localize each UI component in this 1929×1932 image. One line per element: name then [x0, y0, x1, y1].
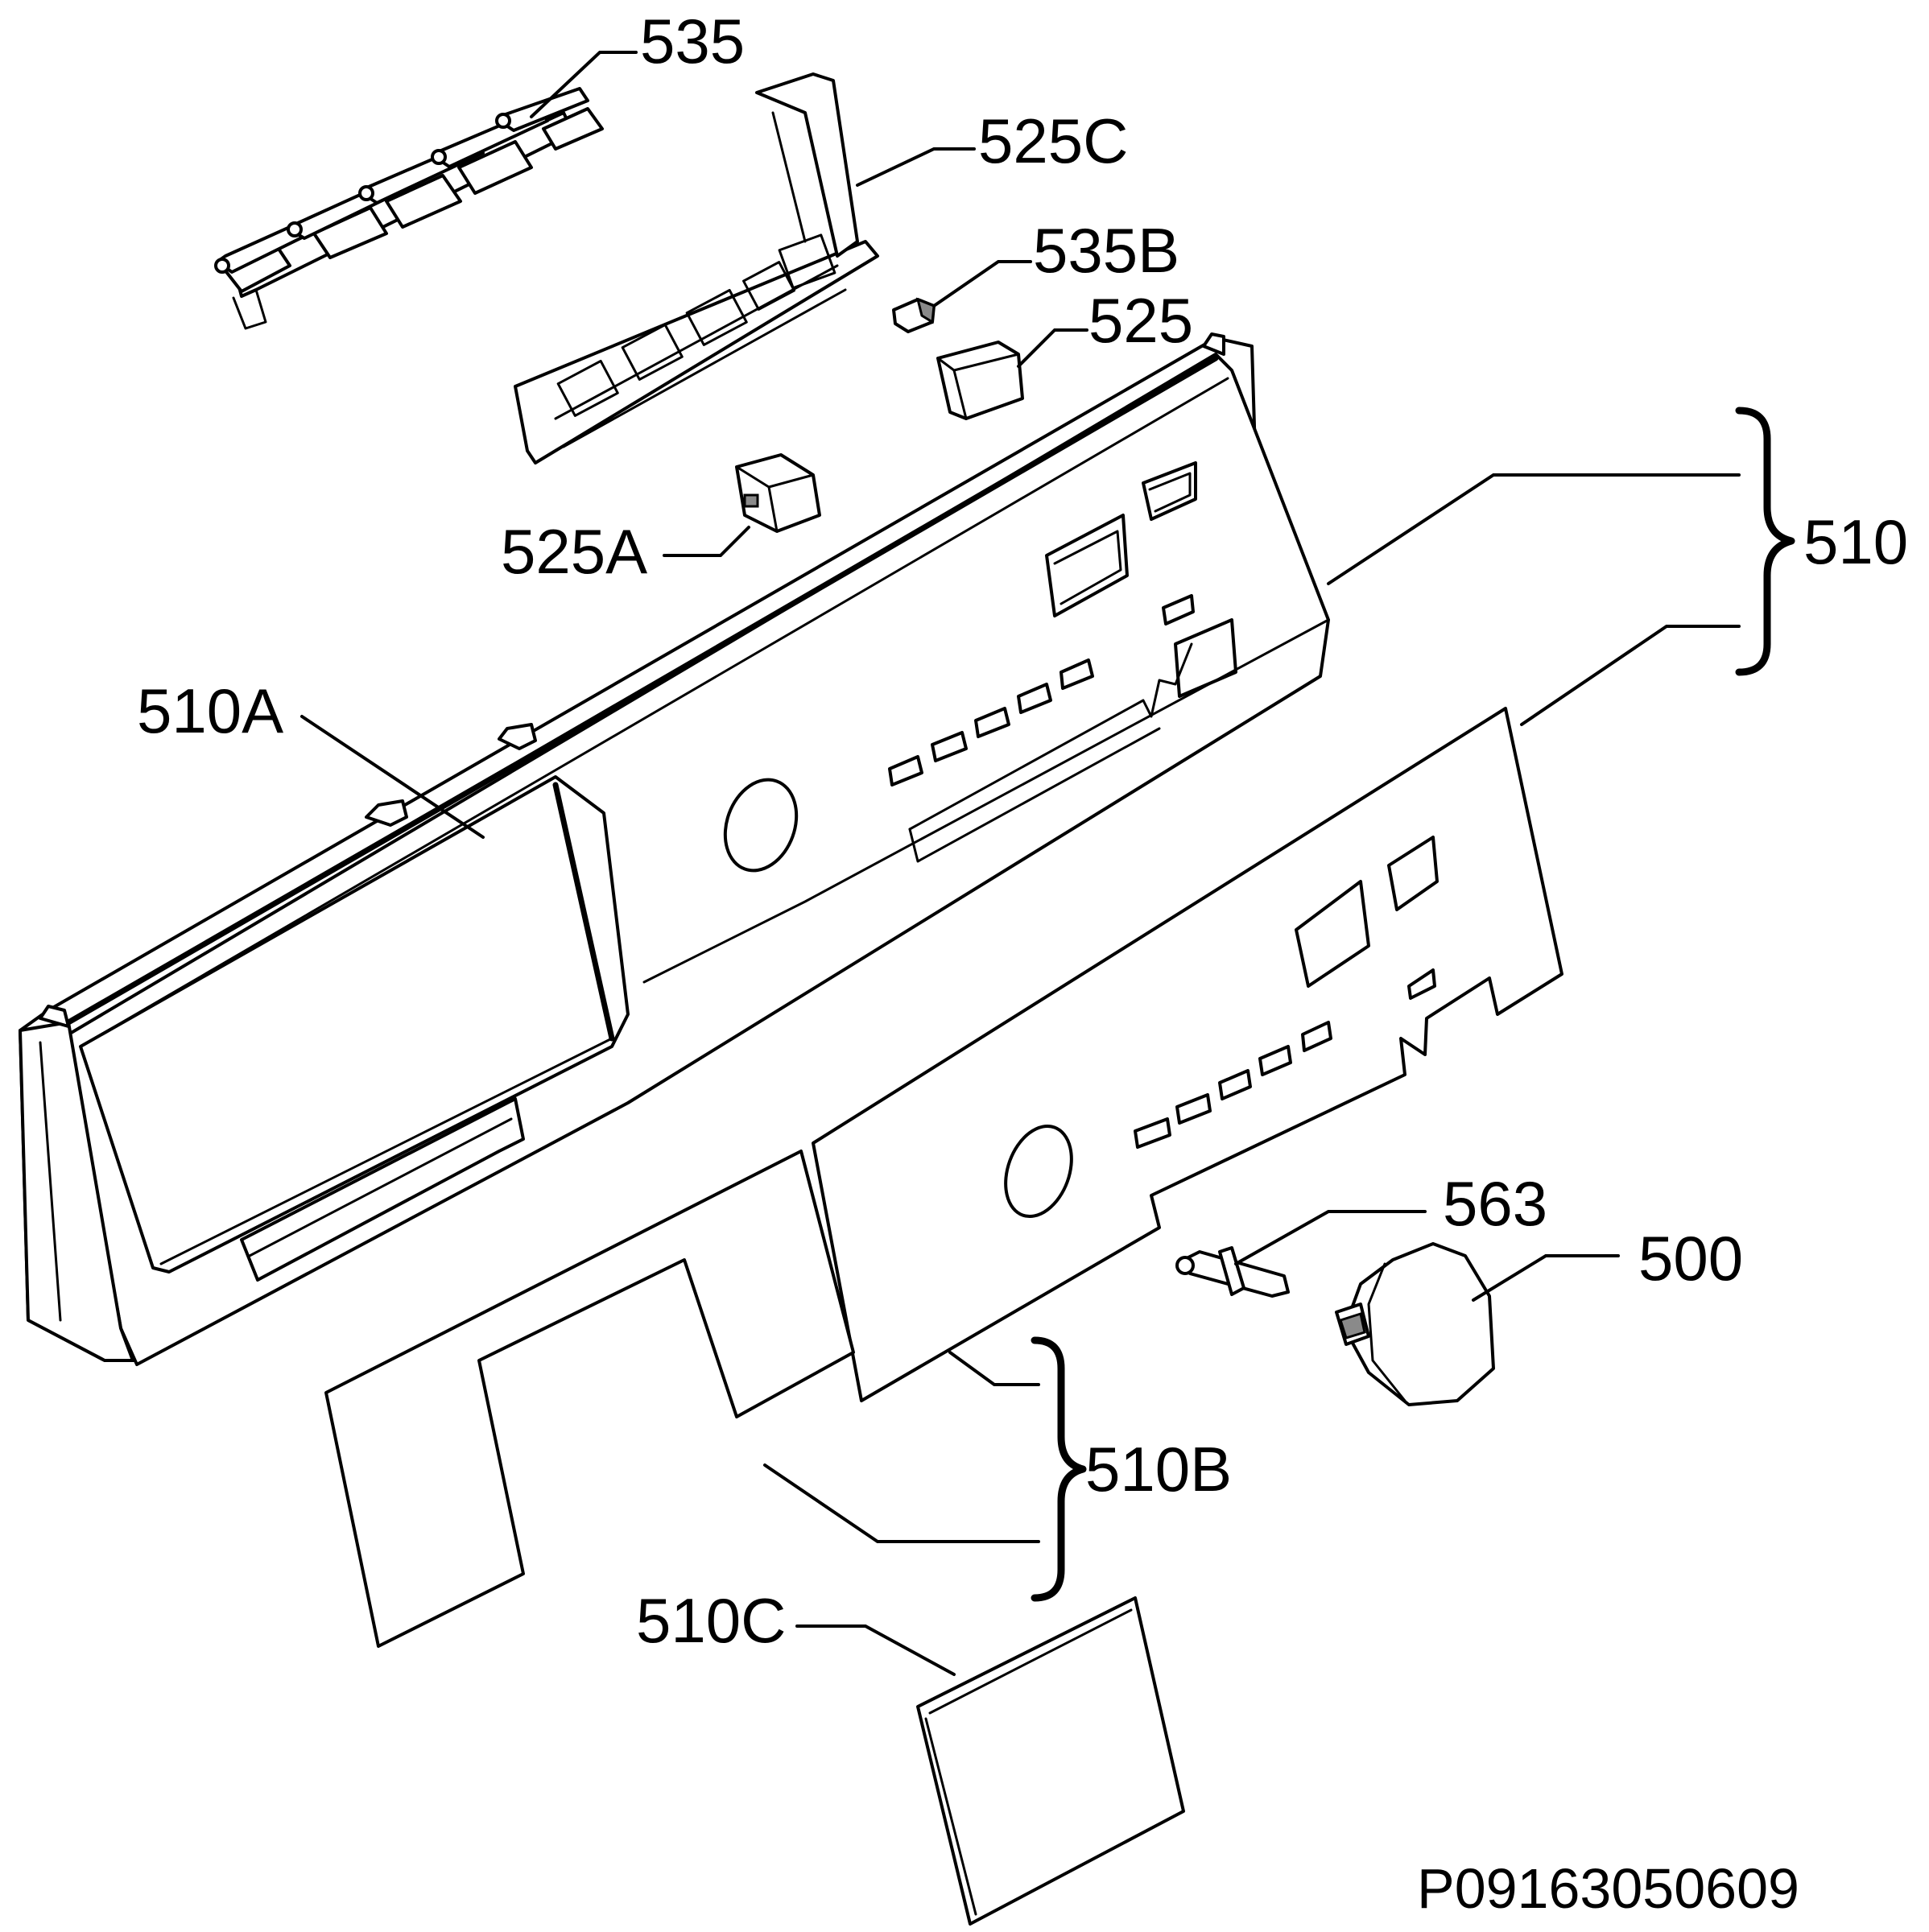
- leader-525: [1017, 328, 1088, 368]
- leader-510C: [795, 1624, 956, 1676]
- label-510B: 510B: [1085, 1434, 1232, 1505]
- leader-525A: [663, 526, 750, 557]
- part-510C-small-overlay: [916, 1596, 1185, 1926]
- push-button-5: [495, 87, 604, 151]
- brace-510B: [1031, 1336, 1087, 1602]
- label-563: 563: [1443, 1168, 1547, 1239]
- part-510A-panel-housing: [19, 332, 1330, 1366]
- label-510A: 510A: [137, 675, 283, 746]
- label-525: 525: [1088, 285, 1193, 356]
- part-510B-decor-overlay: [324, 707, 1563, 1648]
- leader-lines: [300, 51, 1741, 1676]
- part-525-light-cap: [936, 341, 1024, 420]
- label-500: 500: [1638, 1223, 1743, 1294]
- part-535-button-bar: [214, 87, 604, 330]
- leader-500: [1472, 1254, 1620, 1302]
- label-535B: 535B: [1033, 215, 1179, 286]
- leader-510-lower: [1520, 625, 1741, 726]
- leader-510A: [300, 715, 485, 839]
- part-500-knob: [1335, 1242, 1495, 1406]
- diagram-reference-code: P09163050609: [1417, 1857, 1799, 1920]
- leader-510B-upper: [948, 1351, 1040, 1386]
- leader-563: [1234, 1210, 1427, 1265]
- label-525A: 525A: [501, 516, 647, 587]
- part-525A-light-cap: [735, 453, 821, 533]
- leader-510B-lower: [763, 1463, 1040, 1543]
- label-510: 510: [1803, 506, 1908, 577]
- label-510C: 510C: [636, 1585, 786, 1656]
- part-563-shaft: [1175, 1246, 1290, 1298]
- leader-535B: [932, 260, 1032, 308]
- label-535: 535: [640, 6, 745, 76]
- part-525C-light-guide-frame: [514, 72, 879, 464]
- leader-525C: [856, 147, 976, 187]
- label-525C: 525C: [978, 105, 1128, 176]
- part-535B-lens: [892, 297, 936, 333]
- leader-510-upper: [1327, 473, 1741, 585]
- brace-510: [1735, 407, 1795, 676]
- leader-535: [530, 51, 638, 118]
